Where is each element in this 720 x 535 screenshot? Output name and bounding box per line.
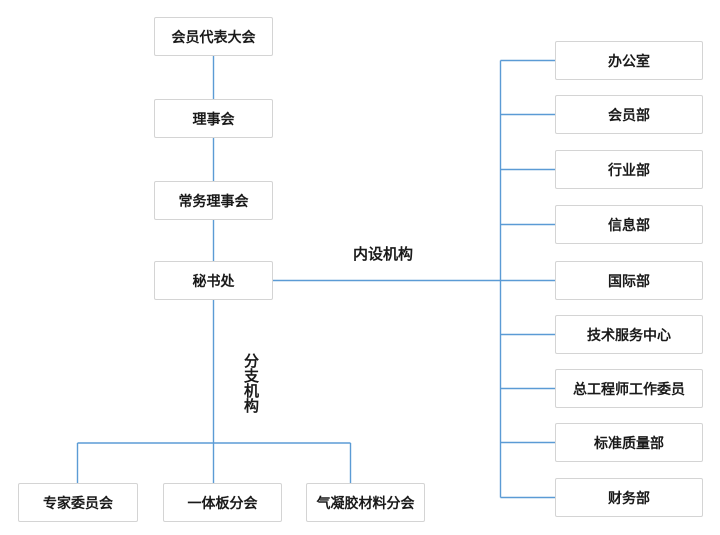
node-standards-quality-dept: 标准质量部: [555, 423, 703, 462]
node-tech-service-center: 技术服务中心: [555, 315, 703, 354]
node-expert-committee: 专家委员会: [18, 483, 138, 522]
node-international-dept: 国际部: [555, 261, 703, 300]
internal-organs-label: 内设机构: [353, 246, 414, 263]
node-industry-dept: 行业部: [555, 150, 703, 189]
node-information-dept: 信息部: [555, 205, 703, 244]
node-integrated-panel-branch: 一体板分会: [163, 483, 282, 522]
node-office: 办公室: [555, 41, 703, 80]
branch-organs-label: 分支机构: [242, 353, 259, 413]
node-standing-council: 常务理事会: [154, 181, 273, 220]
node-secretariat: 秘书处: [154, 261, 273, 300]
node-chief-engineer-committee: 总工程师工作委员: [555, 369, 703, 408]
node-council: 理事会: [154, 99, 273, 138]
node-membership-dept: 会员部: [555, 95, 703, 134]
node-members-congress: 会员代表大会: [154, 17, 273, 56]
node-finance-dept: 财务部: [555, 478, 703, 517]
node-aerogel-materials-branch: 气凝胶材料分会: [306, 483, 425, 522]
